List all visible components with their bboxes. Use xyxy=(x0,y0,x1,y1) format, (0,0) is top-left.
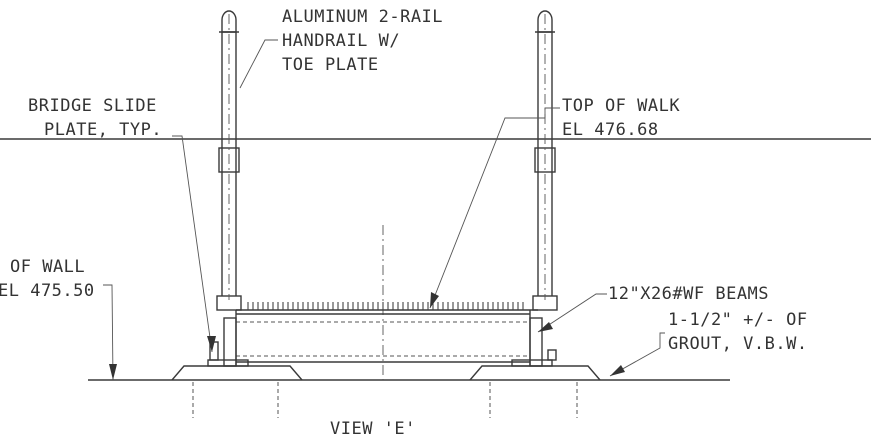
top-of-wall-label-line-1: OF WALL xyxy=(10,257,85,277)
label-grout: 1-1/2" +/- OF GROUT, V.B.W. xyxy=(668,310,808,354)
top-of-wall-label-line-2: EL 475.50 xyxy=(0,281,95,301)
left-handrail-post xyxy=(216,10,242,311)
grout-label-line-2: GROUT, V.B.W. xyxy=(668,334,808,354)
handrail-label-line-3: TOE PLATE xyxy=(282,55,379,75)
handrail-label-line-2: HANDRAIL W/ xyxy=(282,31,400,51)
grating-bars xyxy=(247,302,524,310)
view-title: VIEW 'E' xyxy=(330,419,416,439)
wf-beams xyxy=(223,310,543,367)
label-top-of-wall: OF WALL EL 475.50 xyxy=(0,257,95,301)
right-handrail-post xyxy=(532,10,558,311)
grout-label-line-1: 1-1/2" +/- OF xyxy=(668,310,808,330)
top-of-walk-label-line-2: EL 476.68 xyxy=(562,120,659,140)
slide-plate-label-line-2: PLATE, TYP. xyxy=(44,120,162,140)
leader-lines xyxy=(103,39,665,381)
right-bearing xyxy=(469,349,601,381)
label-handrail: ALUMINUM 2-RAIL HANDRAIL W/ TOE PLATE xyxy=(282,7,443,75)
slide-plate-label-line-1: BRIDGE SLIDE xyxy=(28,96,157,116)
label-top-of-walk: TOP OF WALK EL 476.68 xyxy=(562,96,680,140)
left-bearing xyxy=(171,341,303,381)
beams-label: 12"X26#WF BEAMS xyxy=(608,284,769,304)
label-slide-plate: BRIDGE SLIDE PLATE, TYP. xyxy=(28,96,162,140)
handrail-label-line-1: ALUMINUM 2-RAIL xyxy=(282,7,443,27)
walkway-grating xyxy=(236,302,538,311)
top-of-walk-label-line-1: TOP OF WALK xyxy=(562,96,680,116)
wall-edge-lines xyxy=(192,382,578,418)
